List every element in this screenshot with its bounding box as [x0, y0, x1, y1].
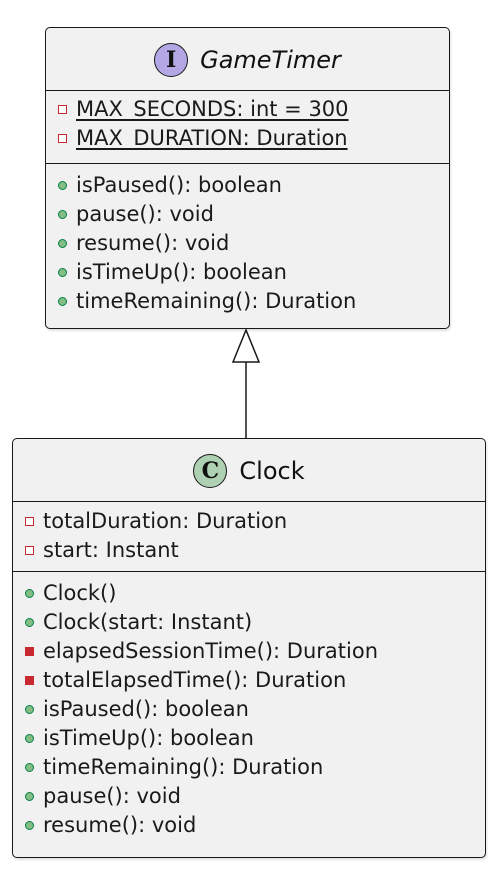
private-field-icon	[25, 516, 34, 526]
public-method-icon	[25, 704, 34, 714]
public-method-icon	[58, 267, 67, 277]
interface-fields-divider	[46, 163, 449, 164]
interface-field: MAX_SECONDS: int = 300	[58, 95, 349, 123]
private-field-icon	[25, 545, 34, 555]
method-text: totalElapsedTime(): Duration	[43, 668, 347, 692]
interface-method: isPaused(): boolean	[58, 171, 282, 199]
field-text: MAX_SECONDS: int = 300	[76, 97, 349, 121]
method-text: Clock()	[43, 581, 117, 605]
private-field-icon	[58, 104, 67, 114]
public-method-icon	[25, 762, 34, 772]
class-method: Clock(start: Instant)	[25, 608, 252, 636]
field-text: MAX_DURATION: Duration	[76, 126, 348, 150]
method-text: isTimeUp(): boolean	[43, 726, 254, 750]
method-text: timeRemaining(): Duration	[76, 289, 357, 313]
interface-method: timeRemaining(): Duration	[58, 287, 356, 315]
method-text: timeRemaining(): Duration	[43, 755, 324, 779]
class-method: isPaused(): boolean	[25, 695, 249, 723]
class-method: pause(): void	[25, 782, 181, 810]
class-method: timeRemaining(): Duration	[25, 753, 323, 781]
class-method: isTimeUp(): boolean	[25, 724, 254, 752]
hollow-triangle-arrowhead-icon	[231, 328, 261, 363]
class-header-divider	[13, 501, 485, 502]
class-field: start: Instant	[25, 536, 179, 564]
interface-stereotype-icon: I	[154, 43, 189, 77]
method-text: isPaused(): boolean	[43, 697, 249, 721]
class-method: resume(): void	[25, 811, 196, 839]
class-method: totalElapsedTime(): Duration	[25, 666, 346, 694]
public-method-icon	[58, 238, 67, 248]
private-method-icon	[25, 675, 34, 685]
class-header: C Clock	[13, 451, 485, 491]
interface-field: MAX_DURATION: Duration	[58, 124, 348, 152]
interface-method: pause(): void	[58, 200, 214, 228]
method-text: pause(): void	[43, 784, 181, 808]
field-text: start: Instant	[43, 538, 179, 562]
method-text: resume(): void	[43, 813, 197, 837]
public-method-icon	[58, 296, 67, 306]
method-text: isTimeUp(): boolean	[76, 260, 287, 284]
method-text: elapsedSessionTime(): Duration	[43, 639, 379, 663]
class-clock: C Clock totalDuration: Duration start: I…	[12, 438, 486, 858]
class-stereotype-icon: C	[193, 454, 228, 488]
interface-name: GameTimer	[200, 46, 341, 74]
class-field: totalDuration: Duration	[25, 507, 287, 535]
public-method-icon	[25, 617, 34, 627]
interface-gametimer: I GameTimer MAX_SECONDS: int = 300 MAX_D…	[45, 27, 450, 329]
public-method-icon	[25, 820, 34, 830]
public-method-icon	[25, 588, 34, 598]
class-name: Clock	[239, 457, 305, 485]
public-method-icon	[25, 733, 34, 743]
class-fields-divider	[13, 571, 485, 572]
interface-method: isTimeUp(): boolean	[58, 258, 287, 286]
private-field-icon	[58, 133, 67, 143]
public-method-icon	[25, 791, 34, 801]
method-text: isPaused(): boolean	[76, 173, 282, 197]
public-method-icon	[58, 209, 67, 219]
private-method-icon	[25, 646, 34, 656]
method-text: Clock(start: Instant)	[43, 610, 253, 634]
method-text: pause(): void	[76, 202, 214, 226]
class-method: elapsedSessionTime(): Duration	[25, 637, 378, 665]
interface-method: resume(): void	[58, 229, 229, 257]
method-text: resume(): void	[76, 231, 230, 255]
public-method-icon	[58, 180, 67, 190]
interface-header: I GameTimer	[46, 42, 449, 78]
interface-header-divider	[46, 90, 449, 91]
class-method: Clock()	[25, 579, 116, 607]
field-text: totalDuration: Duration	[43, 509, 288, 533]
